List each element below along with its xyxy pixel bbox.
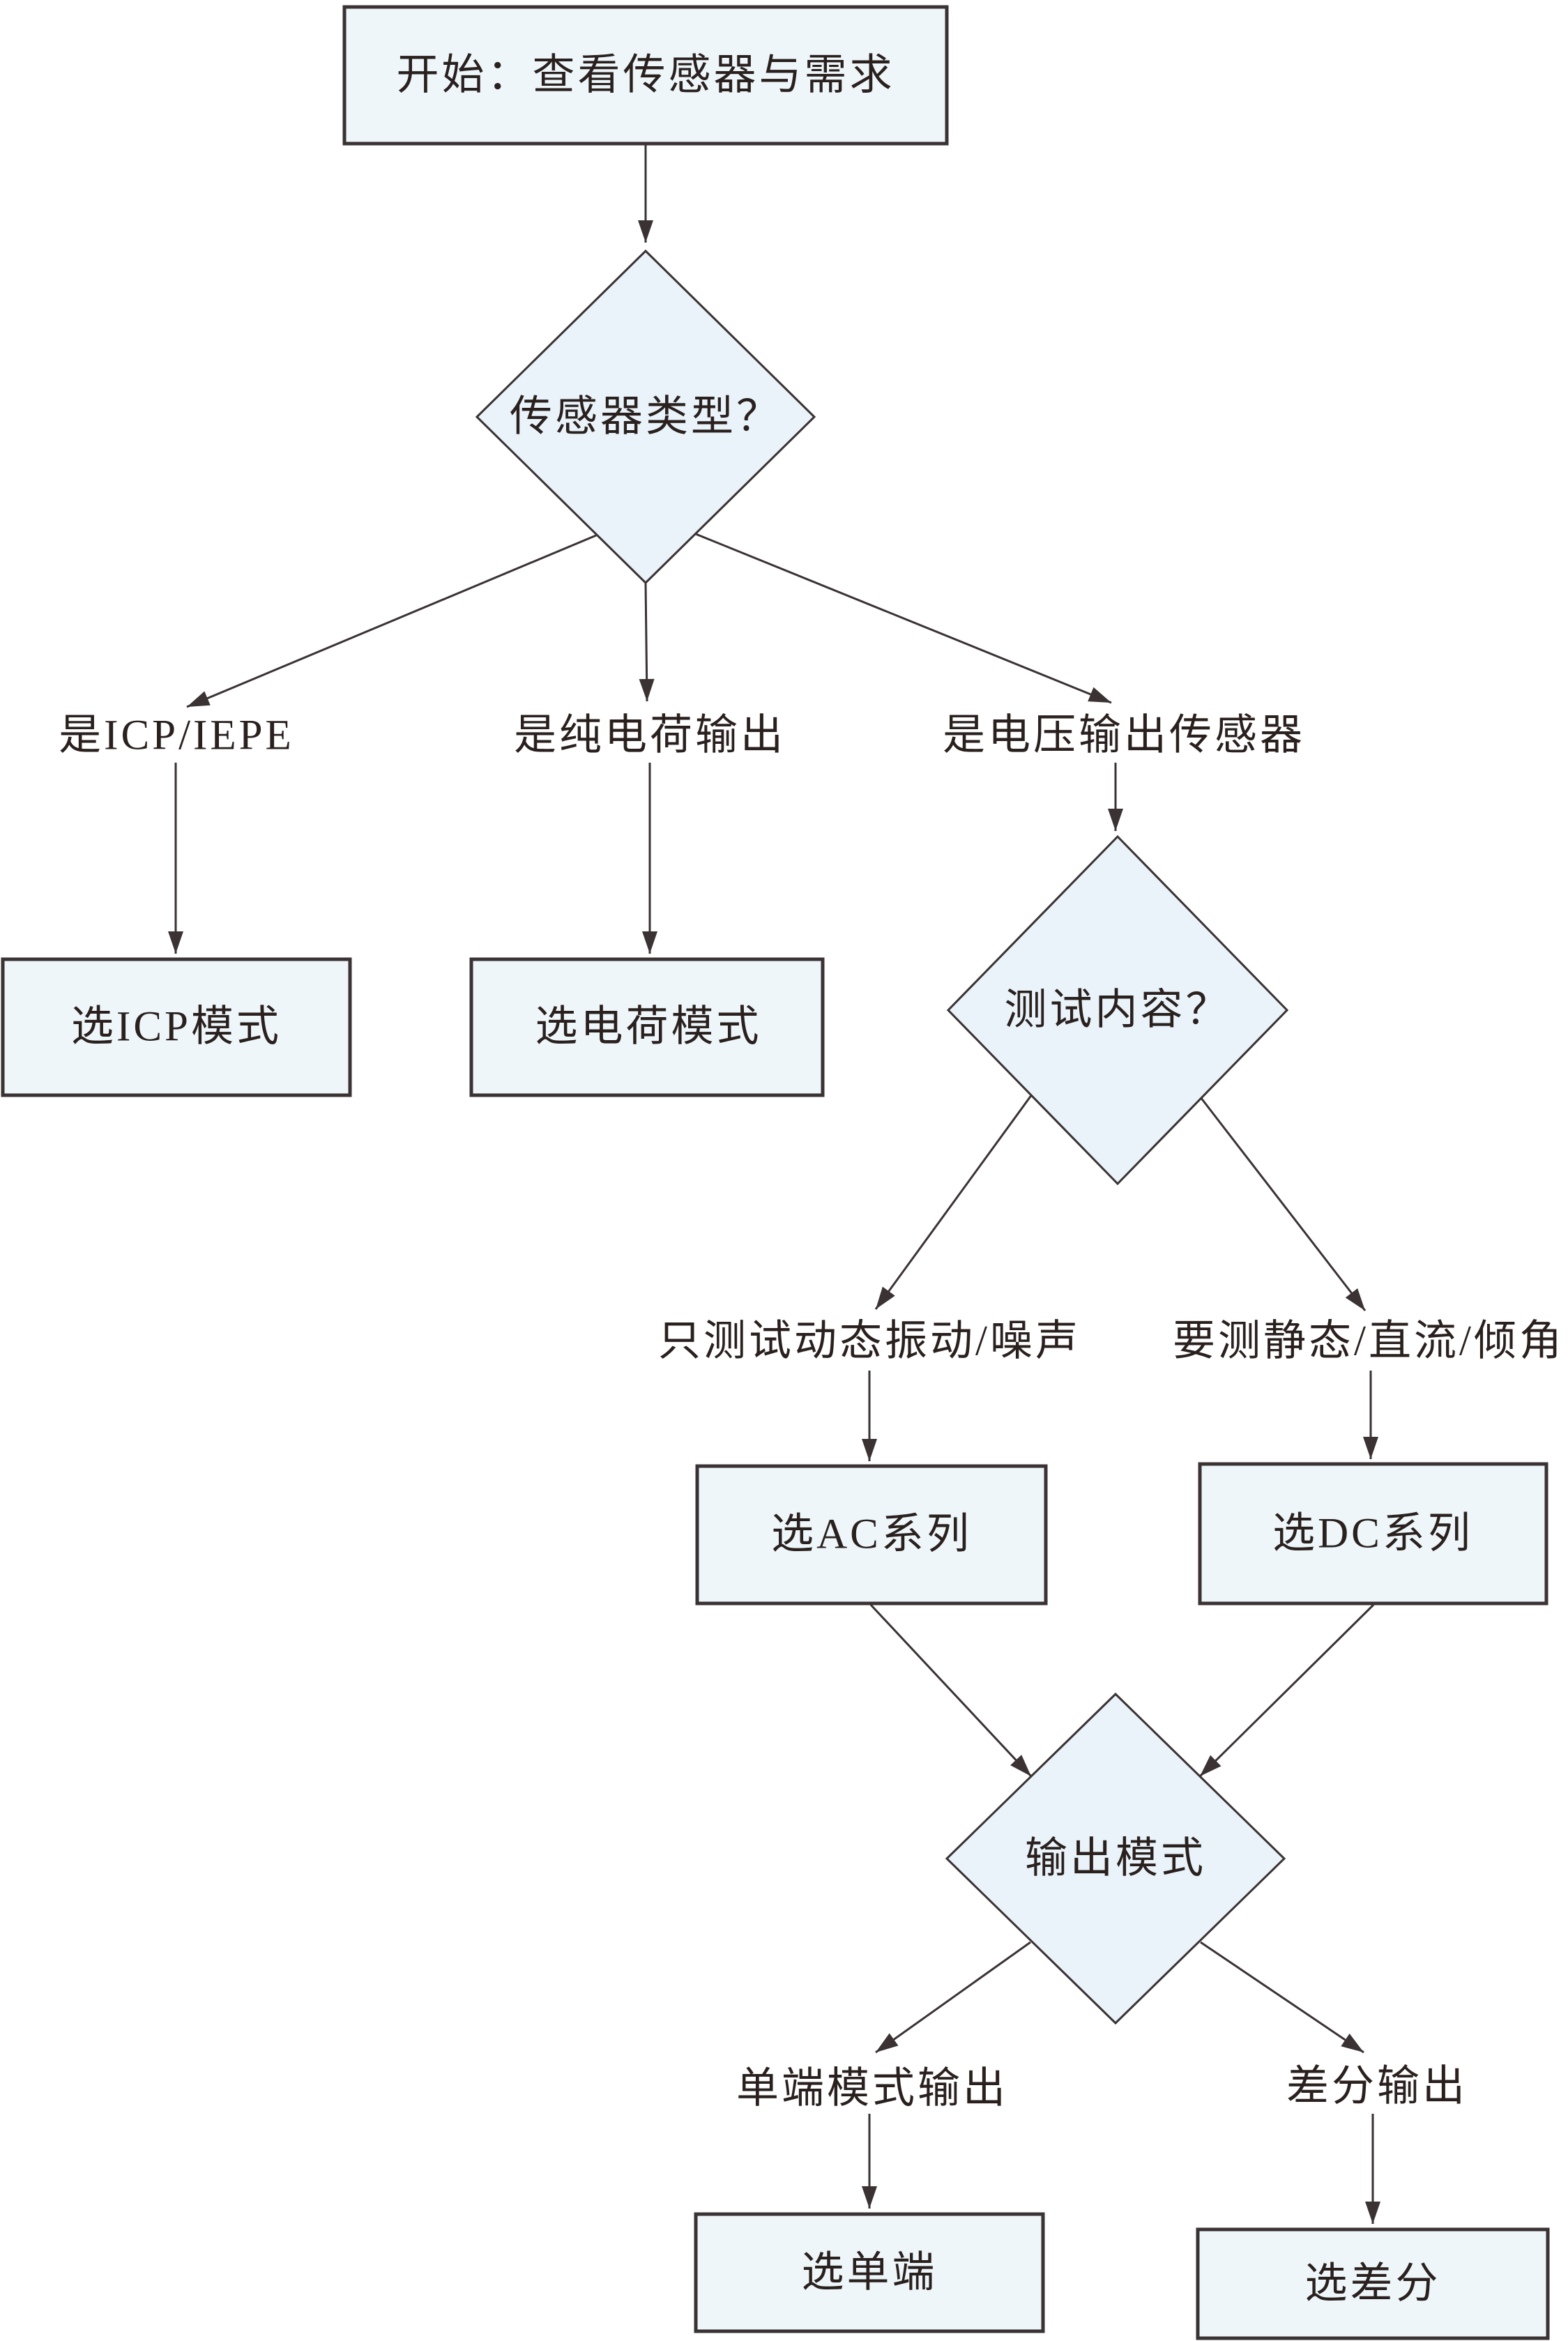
node-icp-mode-label: 选ICP模式 [71, 1003, 282, 1051]
node-sensor-type-diamond [475, 249, 816, 585]
node-sensor-type-label: 传感器类型？ [509, 393, 782, 441]
edge-sensor-type-to-voltage-label-line [695, 533, 1112, 704]
edge-output-mode-to-diff-label-line [1200, 1941, 1364, 2054]
edge-dc-box-to-output-mode-line [1198, 1603, 1375, 1778]
node-charge-mode-box [469, 957, 825, 1097]
edge-label-single-ended-output: 单端模式输出 [736, 2065, 1009, 2112]
edge-label-pure-charge: 是纯电荷输出 [513, 712, 786, 759]
node-dc-series-box [1198, 1462, 1548, 1606]
edge-sensor-type-to-icp-label-line [186, 534, 597, 708]
edge-label-icp-iepe: 是ICP/IEPE [59, 712, 294, 759]
edge-label-dynamic-only: 只测试动态振动/噪声 [658, 1318, 1081, 1365]
node-single-ended-label: 选单端 [801, 2249, 938, 2296]
edge-test-content-to-static-label-line [1199, 1097, 1367, 1311]
node-differential-label: 选差分 [1304, 2260, 1441, 2308]
edge-label-differential-output: 差分输出 [1286, 2063, 1468, 2110]
edge-ac-box-to-output-mode-line [869, 1603, 1033, 1778]
node-output-mode-label: 输出模式 [1024, 1835, 1207, 1882]
node-ac-series-box [695, 1464, 1048, 1606]
edge-label-static-dc-tilt: 要测静态/直流/倾角 [1173, 1318, 1565, 1365]
node-icp-mode-box [1, 957, 352, 1097]
node-ac-series-label: 选AC系列 [771, 1511, 972, 1558]
edge-output-mode-to-single-label-line [875, 1941, 1031, 2054]
node-test-content-diamond [946, 834, 1289, 1186]
node-start-box [342, 5, 949, 146]
node-start-label: 开始：查看传感器与需求 [396, 52, 895, 99]
edge-label-voltage-output: 是电压输出传感器 [942, 712, 1306, 759]
node-test-content-label: 测试内容？ [1004, 986, 1231, 1034]
edge-test-content-to-dynamic-label-line [874, 1094, 1033, 1310]
node-dc-series-label: 选DC系列 [1272, 1510, 1473, 1557]
node-charge-mode-label: 选电荷模式 [535, 1003, 762, 1051]
node-single-ended-box [694, 2212, 1045, 2333]
node-differential-box [1196, 2227, 1550, 2340]
node-output-mode-diamond [945, 1692, 1286, 2025]
edge-sensor-type-to-charge-label-line [639, 582, 655, 702]
